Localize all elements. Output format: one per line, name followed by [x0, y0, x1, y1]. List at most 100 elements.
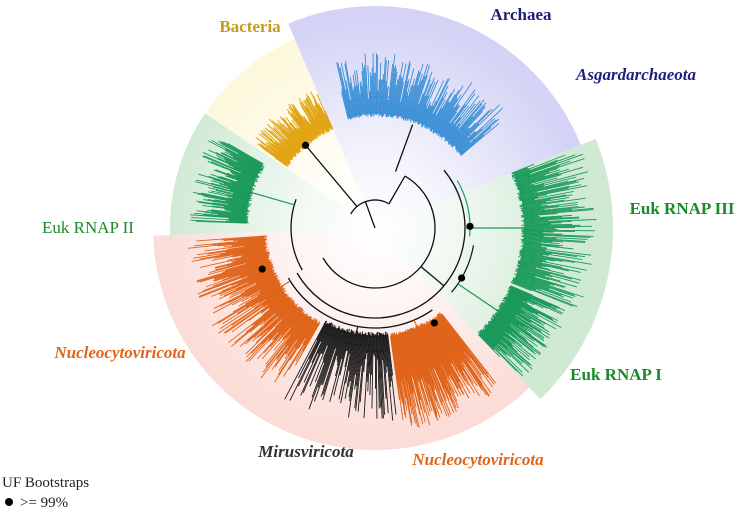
- clade-euk-rnap-i-leaf: [505, 296, 539, 314]
- clade-bacteria-leaf: [266, 123, 297, 153]
- clade-archaea-leaf: [458, 141, 471, 153]
- clade-euk-rnap-iii-leaf: [512, 162, 557, 179]
- clade-euk-rnap-ii-leaf: [228, 217, 249, 220]
- clade-euk-rnap-ii-leaf: [230, 171, 256, 182]
- clade-euk-rnap-iii-leaf: [511, 280, 537, 291]
- clade-archaea-leaf: [359, 82, 364, 115]
- label-bacteria: Bacteria: [219, 17, 281, 36]
- clade-euk-rnap-iii-leaf: [517, 262, 565, 275]
- clade-mirus-leaf: [336, 331, 348, 366]
- clade-archaea-leaf: [423, 105, 434, 126]
- clade-euk-rnap-iii-leaf: [517, 184, 582, 199]
- clade-ncldv-left-leaf: [196, 235, 267, 242]
- clade-euk-rnap-ii-leaf: [223, 206, 248, 211]
- clade-euk-rnap-i-leaf: [510, 288, 557, 310]
- clade-archaea-leaf: [387, 67, 395, 118]
- clade-euk-rnap-i-leaf: [496, 312, 545, 348]
- clade-archaea-leaf: [339, 67, 352, 120]
- clade-ncldv-left-leaf: [215, 255, 269, 271]
- clade-euk-rnap-i-leaf: [497, 310, 528, 332]
- clade-euk-rnap-iii-leaf: [523, 221, 572, 224]
- clade-euk-rnap-i-leaf: [484, 323, 518, 353]
- clade-euk-rnap-ii-leaf: [210, 209, 249, 215]
- clade-mirus-leaf: [314, 328, 337, 383]
- clade-mirus-leaf: [386, 331, 397, 415]
- clade-euk-rnap-iii-leaf: [521, 248, 578, 258]
- clade-ncldv-left-leaf: [213, 261, 271, 281]
- clade-euk-rnap-iii-leaf: [522, 246, 546, 251]
- clade-euk-rnap-iii-leaf: [512, 279, 572, 303]
- clade-archaea-leaf: [455, 131, 477, 152]
- clade-archaea-leaf: [392, 75, 401, 118]
- clade-mirus-leaf: [348, 332, 360, 398]
- clade-euk-rnap-iii-leaf: [522, 206, 585, 214]
- clade-ncldv-left-leaf: [228, 274, 278, 299]
- clade-ncldv-left-leaf: [197, 243, 268, 256]
- clade-euk-rnap-iii-leaf: [521, 215, 539, 218]
- clade-euk-rnap-ii-leaf: [191, 217, 247, 222]
- clade-euk-rnap-i-leaf: [502, 302, 521, 314]
- clade-mirus-leaf: [308, 323, 328, 360]
- clade-bacteria-leaf: [255, 137, 291, 164]
- clade-euk-rnap-ii-leaf: [224, 175, 256, 187]
- clade-euk-rnap-iii-leaf: [519, 185, 588, 200]
- clade-mirus-leaf: [382, 333, 387, 373]
- clade-ncldv-left-leaf: [287, 319, 313, 356]
- backbone-ncldv-stem: [413, 319, 419, 330]
- clade-bacteria-leaf: [310, 119, 321, 135]
- clade-mirus-leaf: [302, 323, 334, 393]
- clade-ncldv-left-sub-arc: [248, 238, 252, 253]
- clade-ncldv-left-leaf: [223, 290, 286, 334]
- clade-archaea-leaf: [459, 119, 497, 154]
- clade-euk-rnap-i-leaf: [487, 323, 513, 345]
- clade-archaea-leaf: [402, 85, 413, 120]
- clade-euk-rnap-i-leaf: [492, 315, 534, 348]
- bootstrap-dot: [458, 274, 466, 282]
- clade-euk-rnap-iii-leaf: [520, 209, 594, 217]
- clade-euk-rnap-i-leaf: [489, 321, 516, 344]
- clade-euk-rnap-ii-leaf: [217, 157, 259, 177]
- clade-euk-rnap-iii-leaf: [523, 201, 578, 210]
- clade-archaea-leaf: [383, 60, 390, 114]
- clade-ncldv-left-leaf: [232, 248, 266, 256]
- clade-euk-rnap-i-leaf: [487, 321, 510, 340]
- clade-bacteria-leaf: [314, 104, 329, 132]
- clade-bacteria-leaf: [280, 138, 297, 154]
- clade-ncldv-left-leaf: [278, 312, 303, 342]
- clade-euk-rnap-ii-leaf: [220, 141, 263, 166]
- clade-euk-rnap-iii-leaf: [516, 177, 558, 190]
- backbone-euk1-stem: [457, 283, 500, 313]
- clade-archaea-leaf: [375, 53, 377, 115]
- clade-euk-rnap-iii-leaf: [520, 252, 575, 264]
- clade-mirus-leaf: [363, 331, 370, 419]
- clade-archaea-leaf: [352, 75, 360, 118]
- clade-mirus-leaf: [322, 329, 344, 395]
- clade-euk-rnap-i-sub-arc: [506, 306, 513, 316]
- clade-bacteria-leaf: [269, 138, 293, 159]
- clade-archaea-leaf: [402, 95, 409, 118]
- clade-archaea-leaf: [390, 71, 398, 118]
- clade-archaea-leaf: [439, 111, 458, 137]
- clade-euk-rnap-iii-leaf: [521, 224, 573, 226]
- clade-ncldv-left-leaf: [276, 315, 310, 361]
- clade-archaea-leaf: [417, 81, 436, 125]
- clade-euk-rnap-iii-leaf: [520, 185, 570, 198]
- clade-archaea-leaf: [434, 96, 458, 133]
- clade-mirus-leaf: [348, 330, 355, 355]
- clade-mirus-leaf: [335, 328, 349, 377]
- clade-euk-rnap-iii-leaf: [511, 163, 535, 174]
- clade-euk-rnap-ii-leaf: [207, 160, 258, 182]
- clade-mirus-leaf: [336, 331, 346, 360]
- clade-euk-rnap-i-leaf: [493, 318, 541, 355]
- clade-euk-rnap-ii-leaf: [234, 174, 255, 184]
- label-euk-rnap-i: Euk RNAP I: [570, 365, 662, 384]
- clade-archaea-leaf: [417, 104, 427, 125]
- clade-archaea-leaf: [369, 72, 373, 117]
- clade-archaea-leaf: [360, 81, 365, 116]
- clade-archaea-leaf: [411, 75, 428, 120]
- clade-archaea-leaf: [386, 64, 394, 118]
- clade-mirus-leaf: [289, 322, 329, 401]
- clade-bacteria-leaf: [271, 144, 291, 161]
- clade-archaea-leaf: [443, 123, 454, 138]
- label-mirusviricota: Mirusviricota: [257, 442, 354, 461]
